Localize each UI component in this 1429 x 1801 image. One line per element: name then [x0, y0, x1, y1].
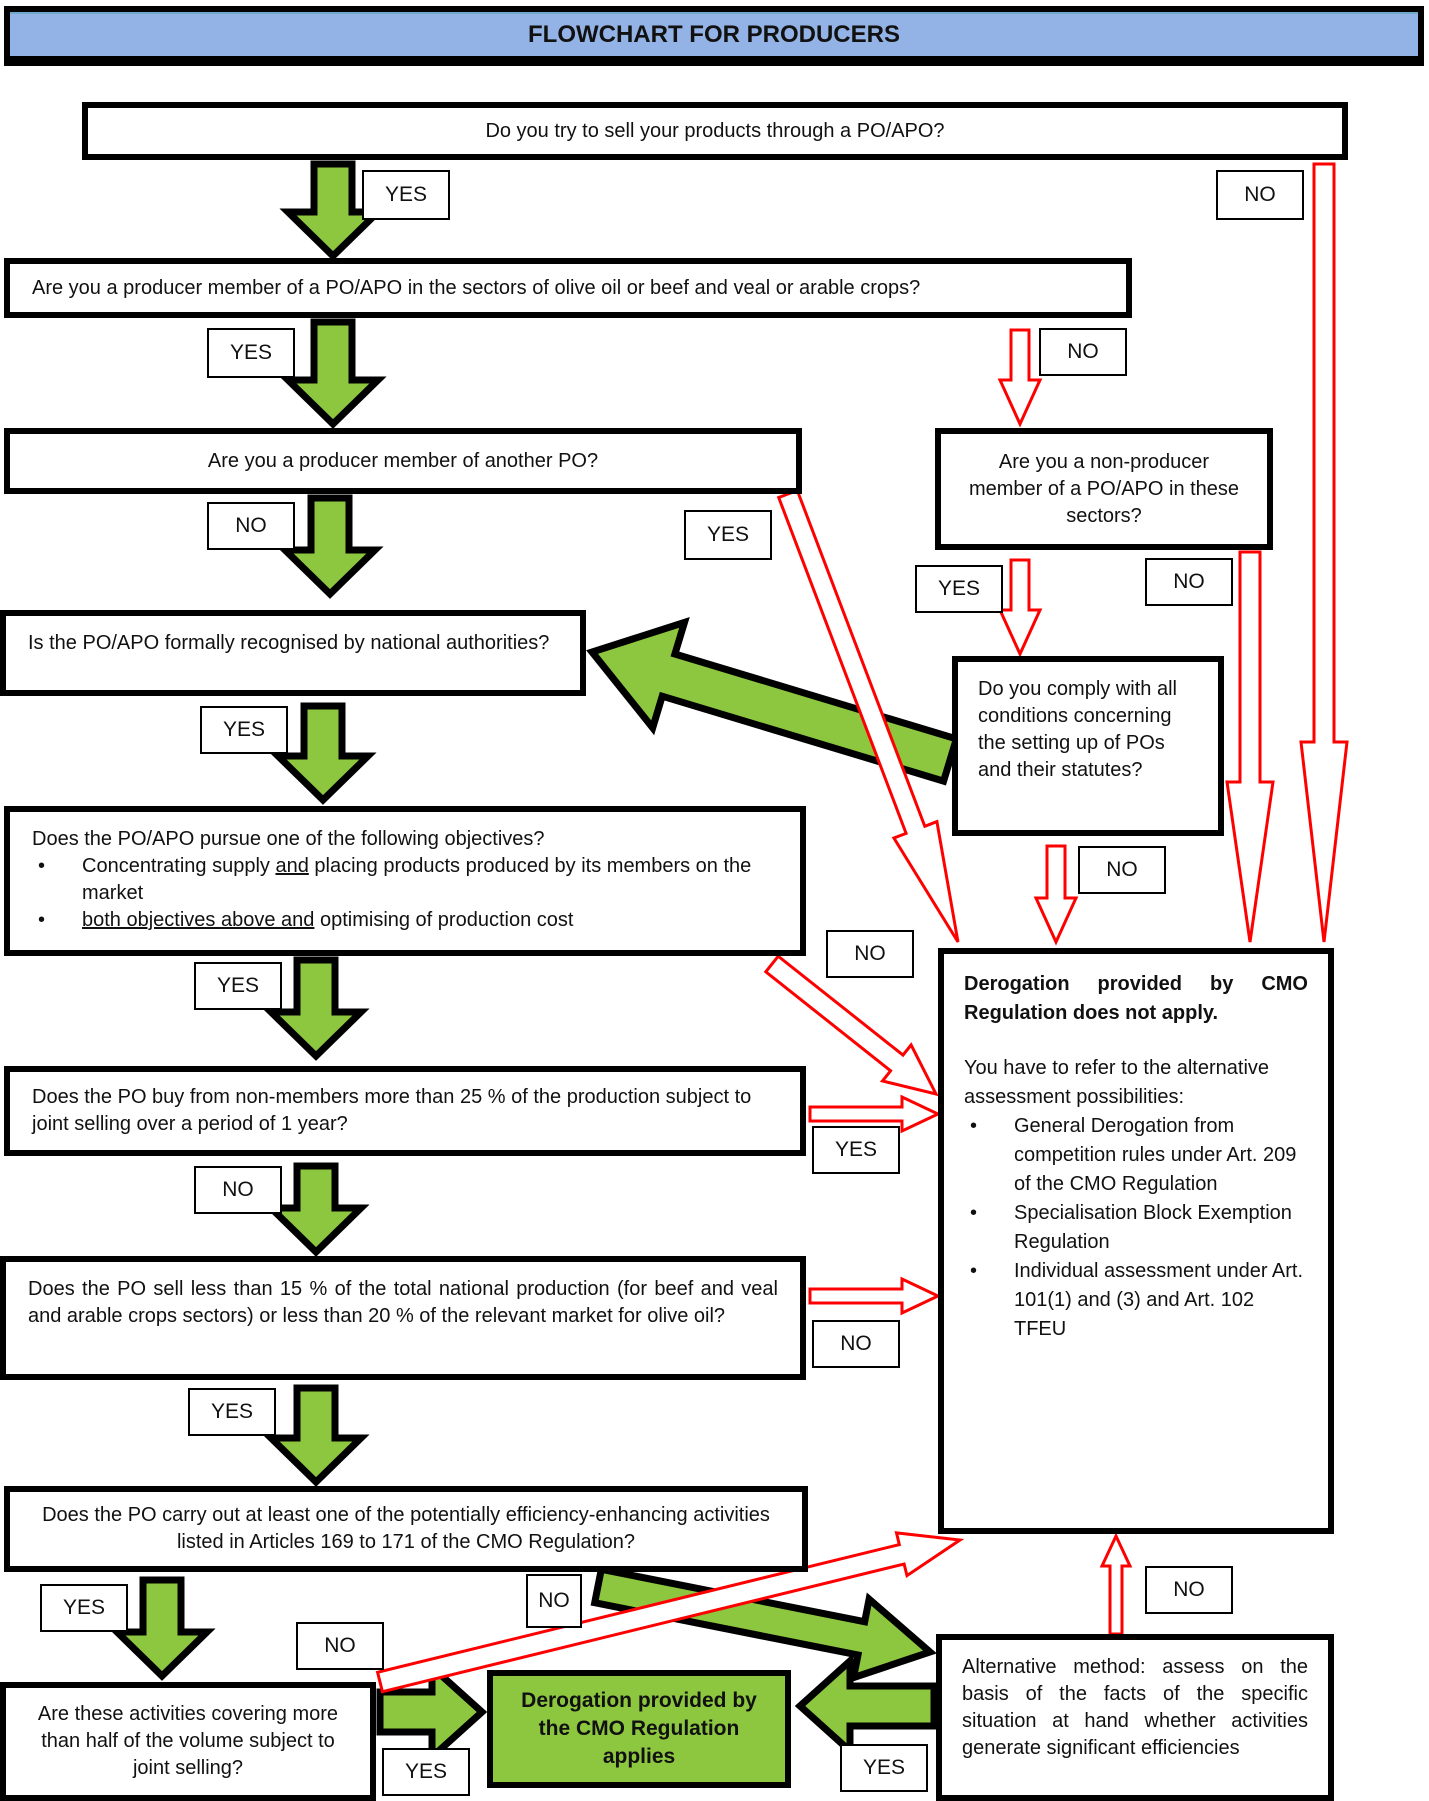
alternative-method-box: Alternative method: assess on the basis …	[936, 1634, 1334, 1801]
objectives-list: Concentrating supply and placing product…	[32, 853, 778, 934]
no-arrow	[997, 328, 1043, 428]
question-text: Does the PO carry out at least one of th…	[42, 1504, 770, 1553]
question-market-share: Does the PO sell less than 15 % of the t…	[0, 1256, 806, 1380]
question-text: Is the PO/APO formally recognised by nat…	[28, 632, 550, 654]
question-text: Are you a producer member of another PO?	[207, 449, 599, 472]
yes-arrow	[276, 494, 384, 599]
no-arrow	[808, 1094, 942, 1134]
label-no: NO	[526, 1574, 582, 1628]
yes-arrow	[108, 1576, 216, 1681]
label-yes: YES	[684, 510, 772, 560]
label-no: NO	[1145, 558, 1233, 606]
question-text: Are these activities covering more than …	[37, 1703, 339, 1779]
yes-arrow	[279, 160, 387, 261]
yes-arrow	[262, 1162, 370, 1257]
label-no: NO	[207, 502, 295, 550]
alternative-item: Individual assessment under Art. 101(1) …	[964, 1257, 1308, 1344]
label-yes: YES	[382, 1748, 470, 1796]
question-po-objectives: Does the PO/APO pursue one of the follow…	[4, 806, 806, 956]
objective-item: both objectives above and optimising of …	[32, 907, 778, 934]
question-non-producer-member: Are you a non-producer member of a PO/AP…	[935, 428, 1273, 550]
result-derogation-applies: Derogation provided by the CMO Regulatio…	[487, 1670, 791, 1788]
no-arrow	[1225, 550, 1275, 943]
label-no: NO	[826, 930, 914, 978]
yes-arrow	[376, 1659, 488, 1765]
label-yes: YES	[200, 706, 288, 754]
yes-arrow	[794, 1653, 938, 1759]
question-text: Does the PO sell less than 15 % of the t…	[28, 1278, 778, 1327]
question-producer-member-sectors: Are you a producer member of a PO/APO in…	[4, 258, 1132, 318]
alternative-text: Alternative method: assess on the basis …	[962, 1656, 1308, 1759]
flowchart-title: FLOWCHART FOR PRODUCERS	[10, 12, 1418, 56]
no-arrow	[1099, 1532, 1133, 1636]
question-buy-from-non-members: Does the PO buy from non-members more th…	[4, 1066, 806, 1156]
question-text: Do you comply with all conditions concer…	[978, 678, 1177, 781]
no-arrow	[375, 1531, 965, 1694]
label-yes: YES	[915, 565, 1003, 613]
no-arrow	[808, 1276, 942, 1316]
question-po-recognised: Is the PO/APO formally recognised by nat…	[0, 610, 586, 696]
question-text: Are you a producer member of a PO/APO in…	[32, 276, 921, 299]
label-no: NO	[1039, 328, 1127, 376]
no-arrow	[1033, 844, 1079, 946]
alternative-item: Specialisation Block Exemption Regulatio…	[964, 1199, 1308, 1257]
no-arrow	[997, 558, 1043, 658]
no-arrow	[763, 954, 939, 1097]
label-yes: YES	[40, 1584, 128, 1632]
result-text: Derogation provided by the CMO Regulatio…	[521, 1689, 757, 1768]
label-no: NO	[194, 1166, 282, 1214]
no-arrow	[1299, 162, 1349, 943]
question-text: Do you try to sell your products through…	[485, 119, 945, 142]
question-efficiency-activities: Does the PO carry out at least one of th…	[4, 1486, 808, 1572]
result-intro: You have to refer to the alternative ass…	[964, 1057, 1270, 1108]
label-yes: YES	[362, 170, 450, 220]
yes-arrow	[586, 617, 961, 786]
label-yes: YES	[840, 1744, 928, 1792]
no-arrow	[776, 488, 960, 943]
yes-arrow	[262, 956, 370, 1061]
yes-arrow	[590, 1565, 937, 1683]
alternatives-list: General Derogation from competition rule…	[964, 1112, 1308, 1344]
yes-arrow	[279, 318, 387, 429]
label-no: NO	[1216, 170, 1304, 220]
result-heading: Derogation provided by CMO Regulation do…	[964, 973, 1308, 1024]
label-no: NO	[1145, 1566, 1233, 1614]
yes-arrow	[262, 1384, 370, 1487]
label-yes: YES	[194, 962, 282, 1010]
question-text: Does the PO buy from non-members more th…	[32, 1086, 752, 1135]
alternative-item: General Derogation from competition rule…	[964, 1112, 1308, 1199]
question-activities-coverage: Are these activities covering more than …	[0, 1682, 376, 1801]
result-derogation-not-apply: Derogation provided by CMO Regulation do…	[938, 948, 1334, 1534]
label-no: NO	[296, 1622, 384, 1670]
question-member-another-po: Are you a producer member of another PO?	[4, 428, 802, 494]
objective-item: Concentrating supply and placing product…	[32, 853, 778, 907]
title-bar: FLOWCHART FOR PRODUCERS	[4, 6, 1424, 66]
question-sell-through-po: Do you try to sell your products through…	[82, 102, 1348, 160]
label-yes: YES	[188, 1388, 276, 1436]
label-yes: YES	[207, 328, 295, 378]
label-yes: YES	[812, 1126, 900, 1174]
label-no: NO	[812, 1320, 900, 1368]
label-no: NO	[1078, 846, 1166, 894]
yes-arrow	[269, 702, 377, 805]
question-text: Are you a non-producer member of a PO/AP…	[968, 450, 1240, 527]
question-comply-conditions: Do you comply with all conditions concer…	[952, 656, 1224, 836]
question-text: Does the PO/APO pursue one of the follow…	[32, 828, 545, 850]
